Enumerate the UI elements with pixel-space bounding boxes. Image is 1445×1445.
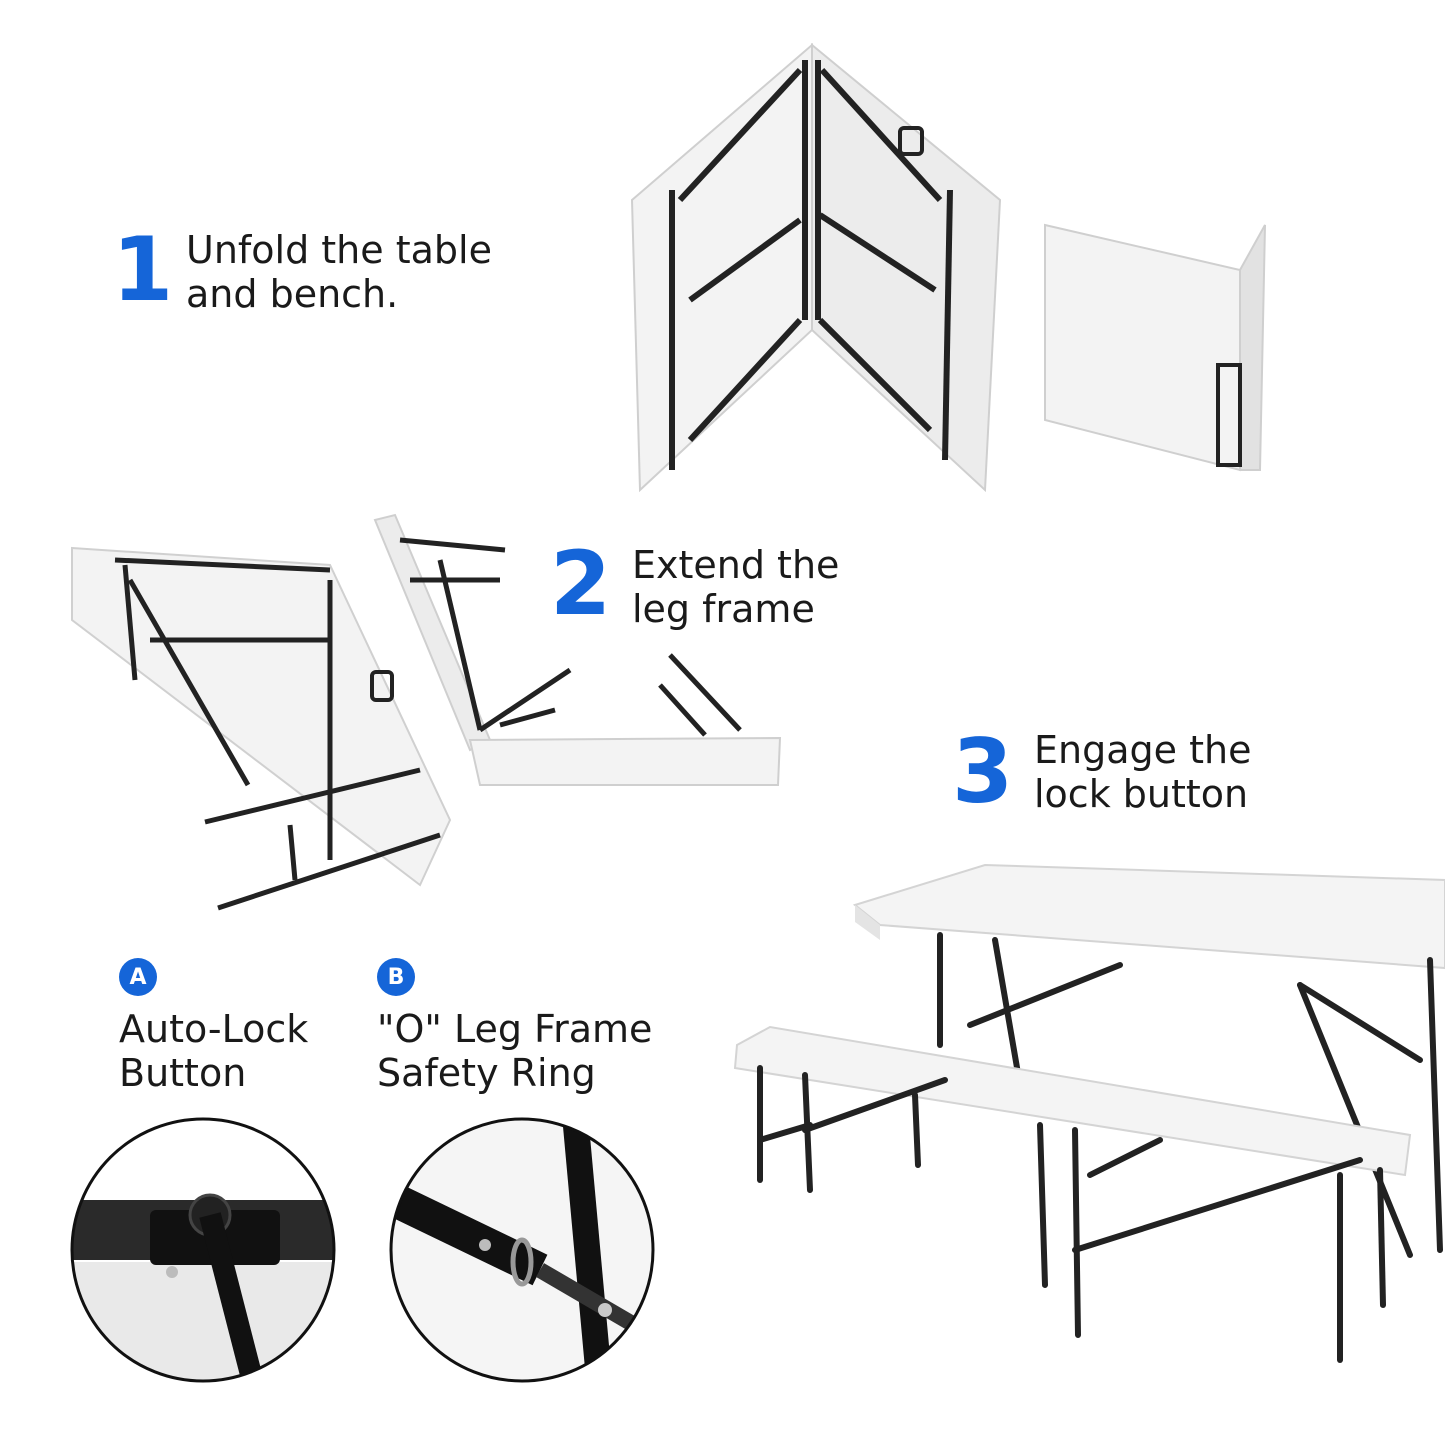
step-3-text: Engage the lock button — [1034, 728, 1394, 816]
step-3-number: 3 — [952, 720, 1014, 823]
feature-b-text: "O" Leg Frame Safety Ring — [377, 1007, 717, 1095]
feature-a-line1: Auto-Lock — [119, 1007, 309, 1051]
feature-a-badge: A — [119, 958, 157, 996]
step-2-number: 2 — [550, 532, 612, 635]
step-3-line2: lock button — [1034, 772, 1249, 816]
step-1-line2: and bench. — [186, 272, 399, 316]
step-2-text: Extend the leg frame — [632, 543, 992, 631]
feature-b-badge: B — [377, 958, 415, 996]
step-1-number: 1 — [112, 218, 174, 321]
step-1-text: Unfold the table and bench. — [186, 228, 546, 316]
step-2-line2: leg frame — [632, 587, 815, 631]
feature-a-line2: Button — [119, 1051, 247, 1095]
feature-b-line1: "O" Leg Frame — [377, 1007, 653, 1051]
step-3-line1: Engage the — [1034, 728, 1252, 772]
step-2-line1: Extend the — [632, 543, 840, 587]
feature-b-line2: Safety Ring — [377, 1051, 596, 1095]
feature-a-text: Auto-Lock Button — [119, 1007, 439, 1095]
step-1-line1: Unfold the table — [186, 228, 492, 272]
